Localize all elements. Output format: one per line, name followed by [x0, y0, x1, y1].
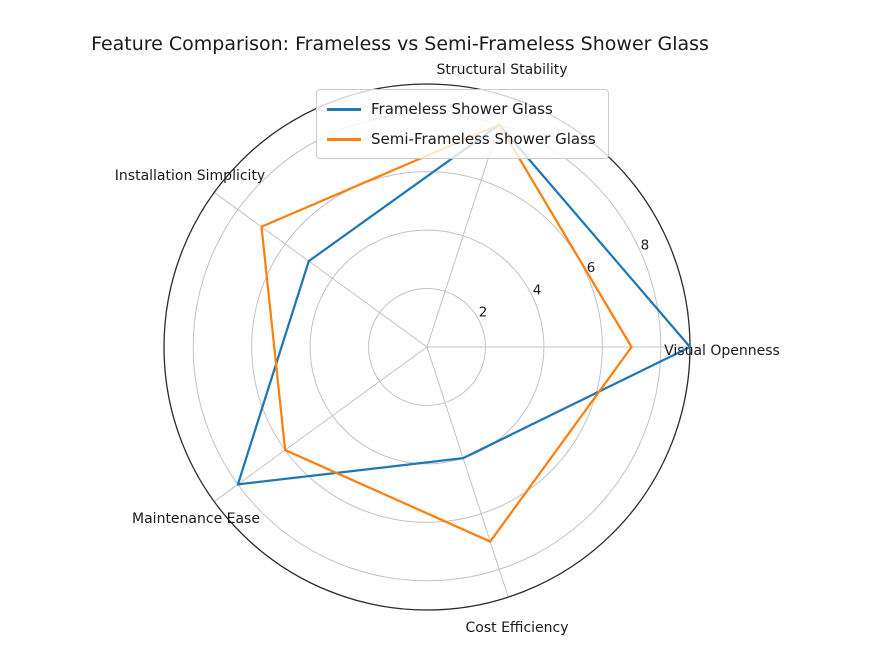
axis-spoke-3 [213, 346, 428, 502]
axis-spoke-4 [426, 346, 509, 598]
series-polygon-0 [236, 123, 692, 486]
r-tick-label-8: 8 [641, 238, 650, 254]
r-tick-label-6: 6 [587, 260, 596, 276]
axis-label-maintenance-ease: Maintenance Ease [132, 511, 260, 527]
axis-label-installation-simplicity: Installation Simplicity [114, 168, 266, 184]
legend-line-frameless-icon [327, 107, 361, 111]
legend-line-semi-frameless-icon [327, 137, 361, 141]
legend-label-semi-frameless: Semi-Frameless Shower Glass [371, 130, 596, 148]
axis-label-structural-stability: Structural Stability [436, 62, 568, 78]
axis-label-cost-efficiency: Cost Efficiency [465, 620, 569, 636]
legend: Frameless Shower Glass Semi-Frameless Sh… [316, 89, 609, 159]
legend-label-frameless: Frameless Shower Glass [371, 100, 553, 118]
chart-title: Feature Comparison: Frameless vs Semi-Fr… [91, 33, 709, 55]
axis-spoke-2 [213, 192, 428, 348]
series-polygon-1 [260, 123, 633, 543]
legend-item-frameless: Frameless Shower Glass [327, 97, 596, 121]
r-tick-label-4: 4 [533, 282, 542, 298]
axis-label-visual-openness: Visual Openness [664, 343, 780, 359]
r-tick-label-2: 2 [479, 305, 488, 321]
legend-item-semi-frameless: Semi-Frameless Shower Glass [327, 127, 596, 151]
